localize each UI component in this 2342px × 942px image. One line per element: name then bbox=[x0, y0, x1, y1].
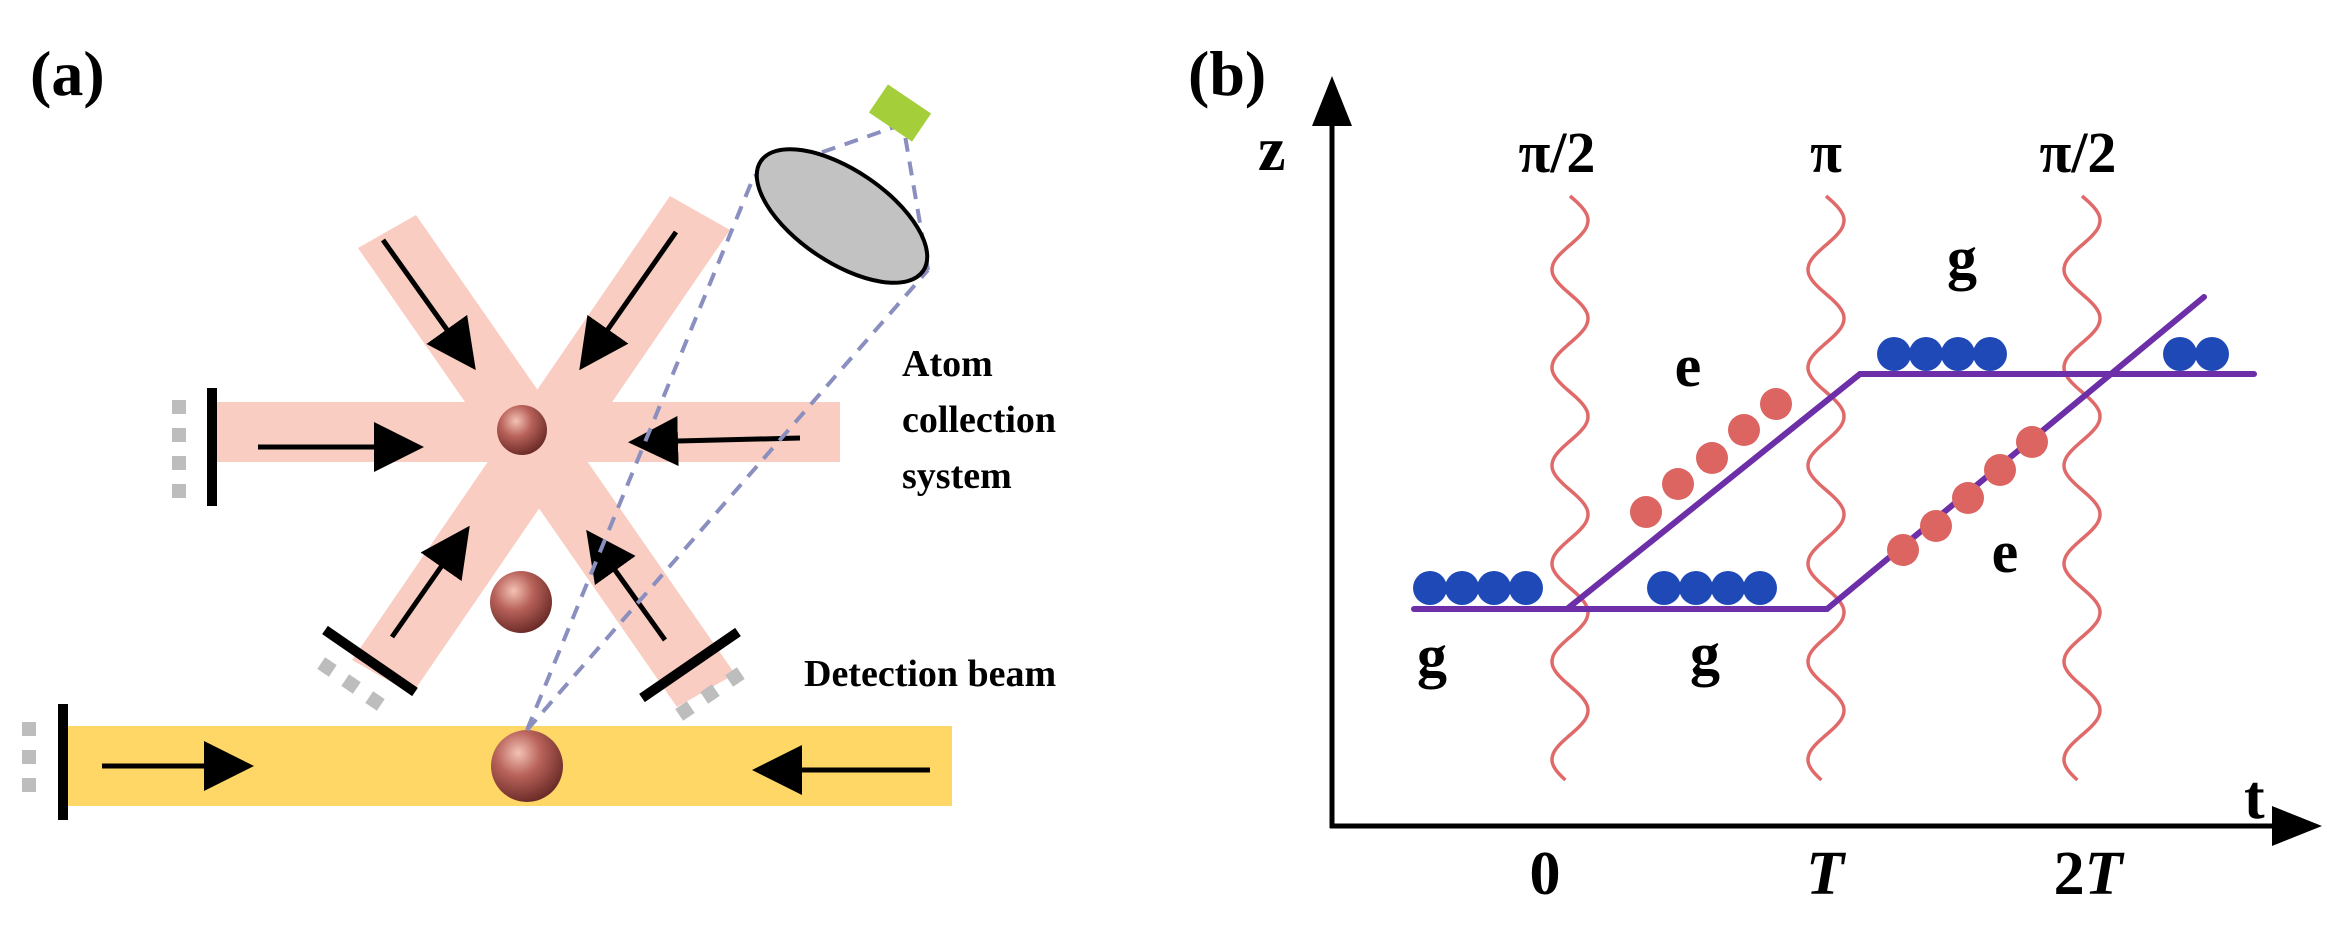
beam-arrows bbox=[102, 230, 930, 795]
z-axis-label: z bbox=[1258, 116, 1286, 184]
state-label-g-upper: g bbox=[1947, 225, 1977, 291]
atom-g bbox=[1477, 571, 1511, 605]
atom-g bbox=[1909, 337, 1943, 371]
atom-g bbox=[1647, 571, 1681, 605]
mirror-lower-left bbox=[322, 625, 418, 697]
photodetector bbox=[868, 84, 932, 142]
atom-g bbox=[1679, 571, 1713, 605]
atom-detected bbox=[491, 730, 563, 802]
atom-collection-label: Atom collection system bbox=[902, 343, 1066, 497]
mirror-lower-right-backing bbox=[675, 667, 745, 721]
atom-e bbox=[1630, 496, 1662, 528]
trajectories bbox=[1411, 294, 2257, 612]
t-axis-label: t bbox=[2244, 764, 2265, 832]
atom-g bbox=[1445, 571, 1479, 605]
arrow-left-mot bbox=[628, 416, 801, 467]
collection-lens bbox=[754, 147, 930, 285]
atom-falling bbox=[490, 571, 552, 633]
mirror-lower-right bbox=[639, 627, 741, 703]
atom-g bbox=[2163, 337, 2197, 371]
pulse-label-3: π/2 bbox=[2040, 120, 2117, 185]
atom-e bbox=[1920, 510, 1952, 542]
laser-pulse-1 bbox=[1550, 194, 1590, 782]
mirror-lower-left-backing bbox=[317, 657, 385, 711]
excited-atoms bbox=[1630, 388, 2048, 566]
atom-g bbox=[1973, 337, 2007, 371]
atom-e bbox=[1728, 414, 1760, 446]
mirror-left-backing bbox=[172, 400, 186, 498]
panel-b: (b) z t 0 T 2T π/2 π π/2 bbox=[1188, 38, 2322, 908]
mirror-detection-backing bbox=[22, 722, 36, 792]
atom-trapped bbox=[497, 405, 547, 455]
panel-b-label: (b) bbox=[1188, 38, 1266, 109]
atom-e bbox=[1696, 442, 1728, 474]
atom-g bbox=[2195, 337, 2229, 371]
tick-2T: 2T bbox=[2054, 840, 2125, 908]
atom-g bbox=[1413, 571, 1447, 605]
laser-pulse-3 bbox=[2062, 194, 2102, 782]
state-label-g-mid: g bbox=[1690, 621, 1720, 687]
state-label-e-lower: e bbox=[1992, 519, 2019, 585]
atom-e bbox=[2016, 426, 2048, 458]
panel-a-label: (a) bbox=[30, 38, 105, 109]
arrow-up-left bbox=[586, 529, 668, 642]
arrow-up-right bbox=[389, 525, 470, 639]
atom-e bbox=[1760, 388, 1792, 420]
atom-e bbox=[1952, 482, 1984, 514]
atom-g bbox=[1509, 571, 1543, 605]
pulse-label-2: π bbox=[1810, 120, 1842, 185]
mirrors bbox=[22, 388, 745, 820]
panel-a: (a) bbox=[22, 38, 1066, 820]
state-label-e-upper: e bbox=[1675, 333, 1702, 399]
atom-e bbox=[1887, 534, 1919, 566]
atom-e bbox=[1984, 454, 2016, 486]
ground-atoms bbox=[1413, 337, 2229, 605]
arrow-down-left bbox=[579, 230, 679, 371]
laser-pulse-2 bbox=[1806, 194, 1846, 782]
arrow-down-right bbox=[380, 238, 476, 371]
tick-T: T bbox=[1806, 840, 1846, 908]
tick-0: 0 bbox=[1530, 840, 1561, 908]
path-upper-arm bbox=[1564, 371, 1863, 612]
state-label-g-left: g bbox=[1417, 623, 1447, 689]
atom-g bbox=[1711, 571, 1745, 605]
atom-g bbox=[1743, 571, 1777, 605]
detection-beam-label: Detection beam bbox=[804, 653, 1056, 695]
atom-g bbox=[1941, 337, 1975, 371]
pulse-label-1: π/2 bbox=[1519, 120, 1596, 185]
atom-e bbox=[1662, 468, 1694, 500]
atom-g bbox=[1877, 337, 1911, 371]
